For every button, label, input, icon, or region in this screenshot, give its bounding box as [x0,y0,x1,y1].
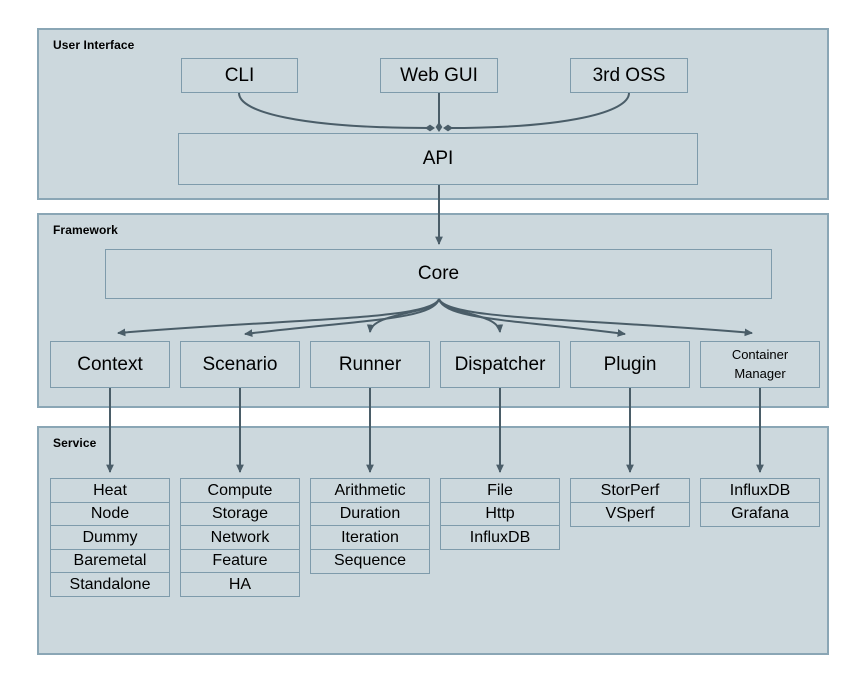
service-column-context: Heat Node Dummy Baremetal Standalone [50,478,170,597]
node-plugin[interactable]: Plugin [570,341,690,388]
node-core[interactable]: Core [105,249,772,299]
service-item[interactable]: Arithmetic [310,478,430,503]
node-runner[interactable]: Runner [310,341,430,388]
node-container-manager-label-line2: Manager [734,365,786,381]
service-item[interactable]: Storage [180,501,300,527]
node-context-label: Context [77,353,143,375]
service-column-scenario: Compute Storage Network Feature HA [180,478,300,597]
service-item[interactable]: HA [180,572,300,597]
service-item[interactable]: Standalone [50,572,170,597]
node-web-gui[interactable]: Web GUI [380,58,498,93]
node-container-manager-label-line1: Container [731,346,789,362]
service-item[interactable]: VSperf [570,501,690,527]
node-core-label: Core [417,263,460,285]
service-column-container-manager: InfluxDB Grafana [700,478,820,527]
node-scenario[interactable]: Scenario [180,341,300,388]
service-item[interactable]: Iteration [310,525,430,550]
node-scenario-label: Scenario [202,353,278,375]
node-container-manager[interactable]: Container Manager [700,341,820,388]
node-api[interactable]: API [178,133,698,185]
node-cli[interactable]: CLI [181,58,298,93]
node-plugin-label: Plugin [603,353,657,375]
service-item[interactable]: Grafana [700,501,820,527]
node-api-label: API [422,148,454,170]
service-item[interactable]: Duration [310,501,430,527]
service-item[interactable]: File [440,478,560,503]
layer-title-framework: Framework [53,223,118,237]
service-item[interactable]: InfluxDB [700,478,820,503]
node-3rd-oss[interactable]: 3rd OSS [570,58,688,93]
node-dispatcher[interactable]: Dispatcher [440,341,560,388]
service-item[interactable]: Network [180,525,300,550]
node-cli-label: CLI [224,64,255,86]
service-item[interactable]: Http [440,501,560,527]
service-column-plugin: StorPerf VSperf [570,478,690,527]
service-item[interactable]: Sequence [310,548,430,574]
node-runner-label: Runner [338,353,402,375]
service-item[interactable]: Compute [180,478,300,503]
service-column-runner: Arithmetic Duration Iteration Sequence [310,478,430,574]
node-3rd-oss-label: 3rd OSS [592,64,666,86]
service-item[interactable]: InfluxDB [440,525,560,550]
service-item[interactable]: Baremetal [50,548,170,574]
node-dispatcher-label: Dispatcher [454,353,546,375]
service-column-dispatcher: File Http InfluxDB [440,478,560,550]
service-item[interactable]: Dummy [50,525,170,550]
layer-title-service: Service [53,436,97,450]
service-item[interactable]: Feature [180,548,300,574]
node-context[interactable]: Context [50,341,170,388]
service-item[interactable]: Node [50,501,170,527]
layer-title-user-interface: User Interface [53,38,135,52]
node-web-gui-label: Web GUI [400,64,478,86]
service-item[interactable]: Heat [50,478,170,503]
service-item[interactable]: StorPerf [570,478,690,503]
